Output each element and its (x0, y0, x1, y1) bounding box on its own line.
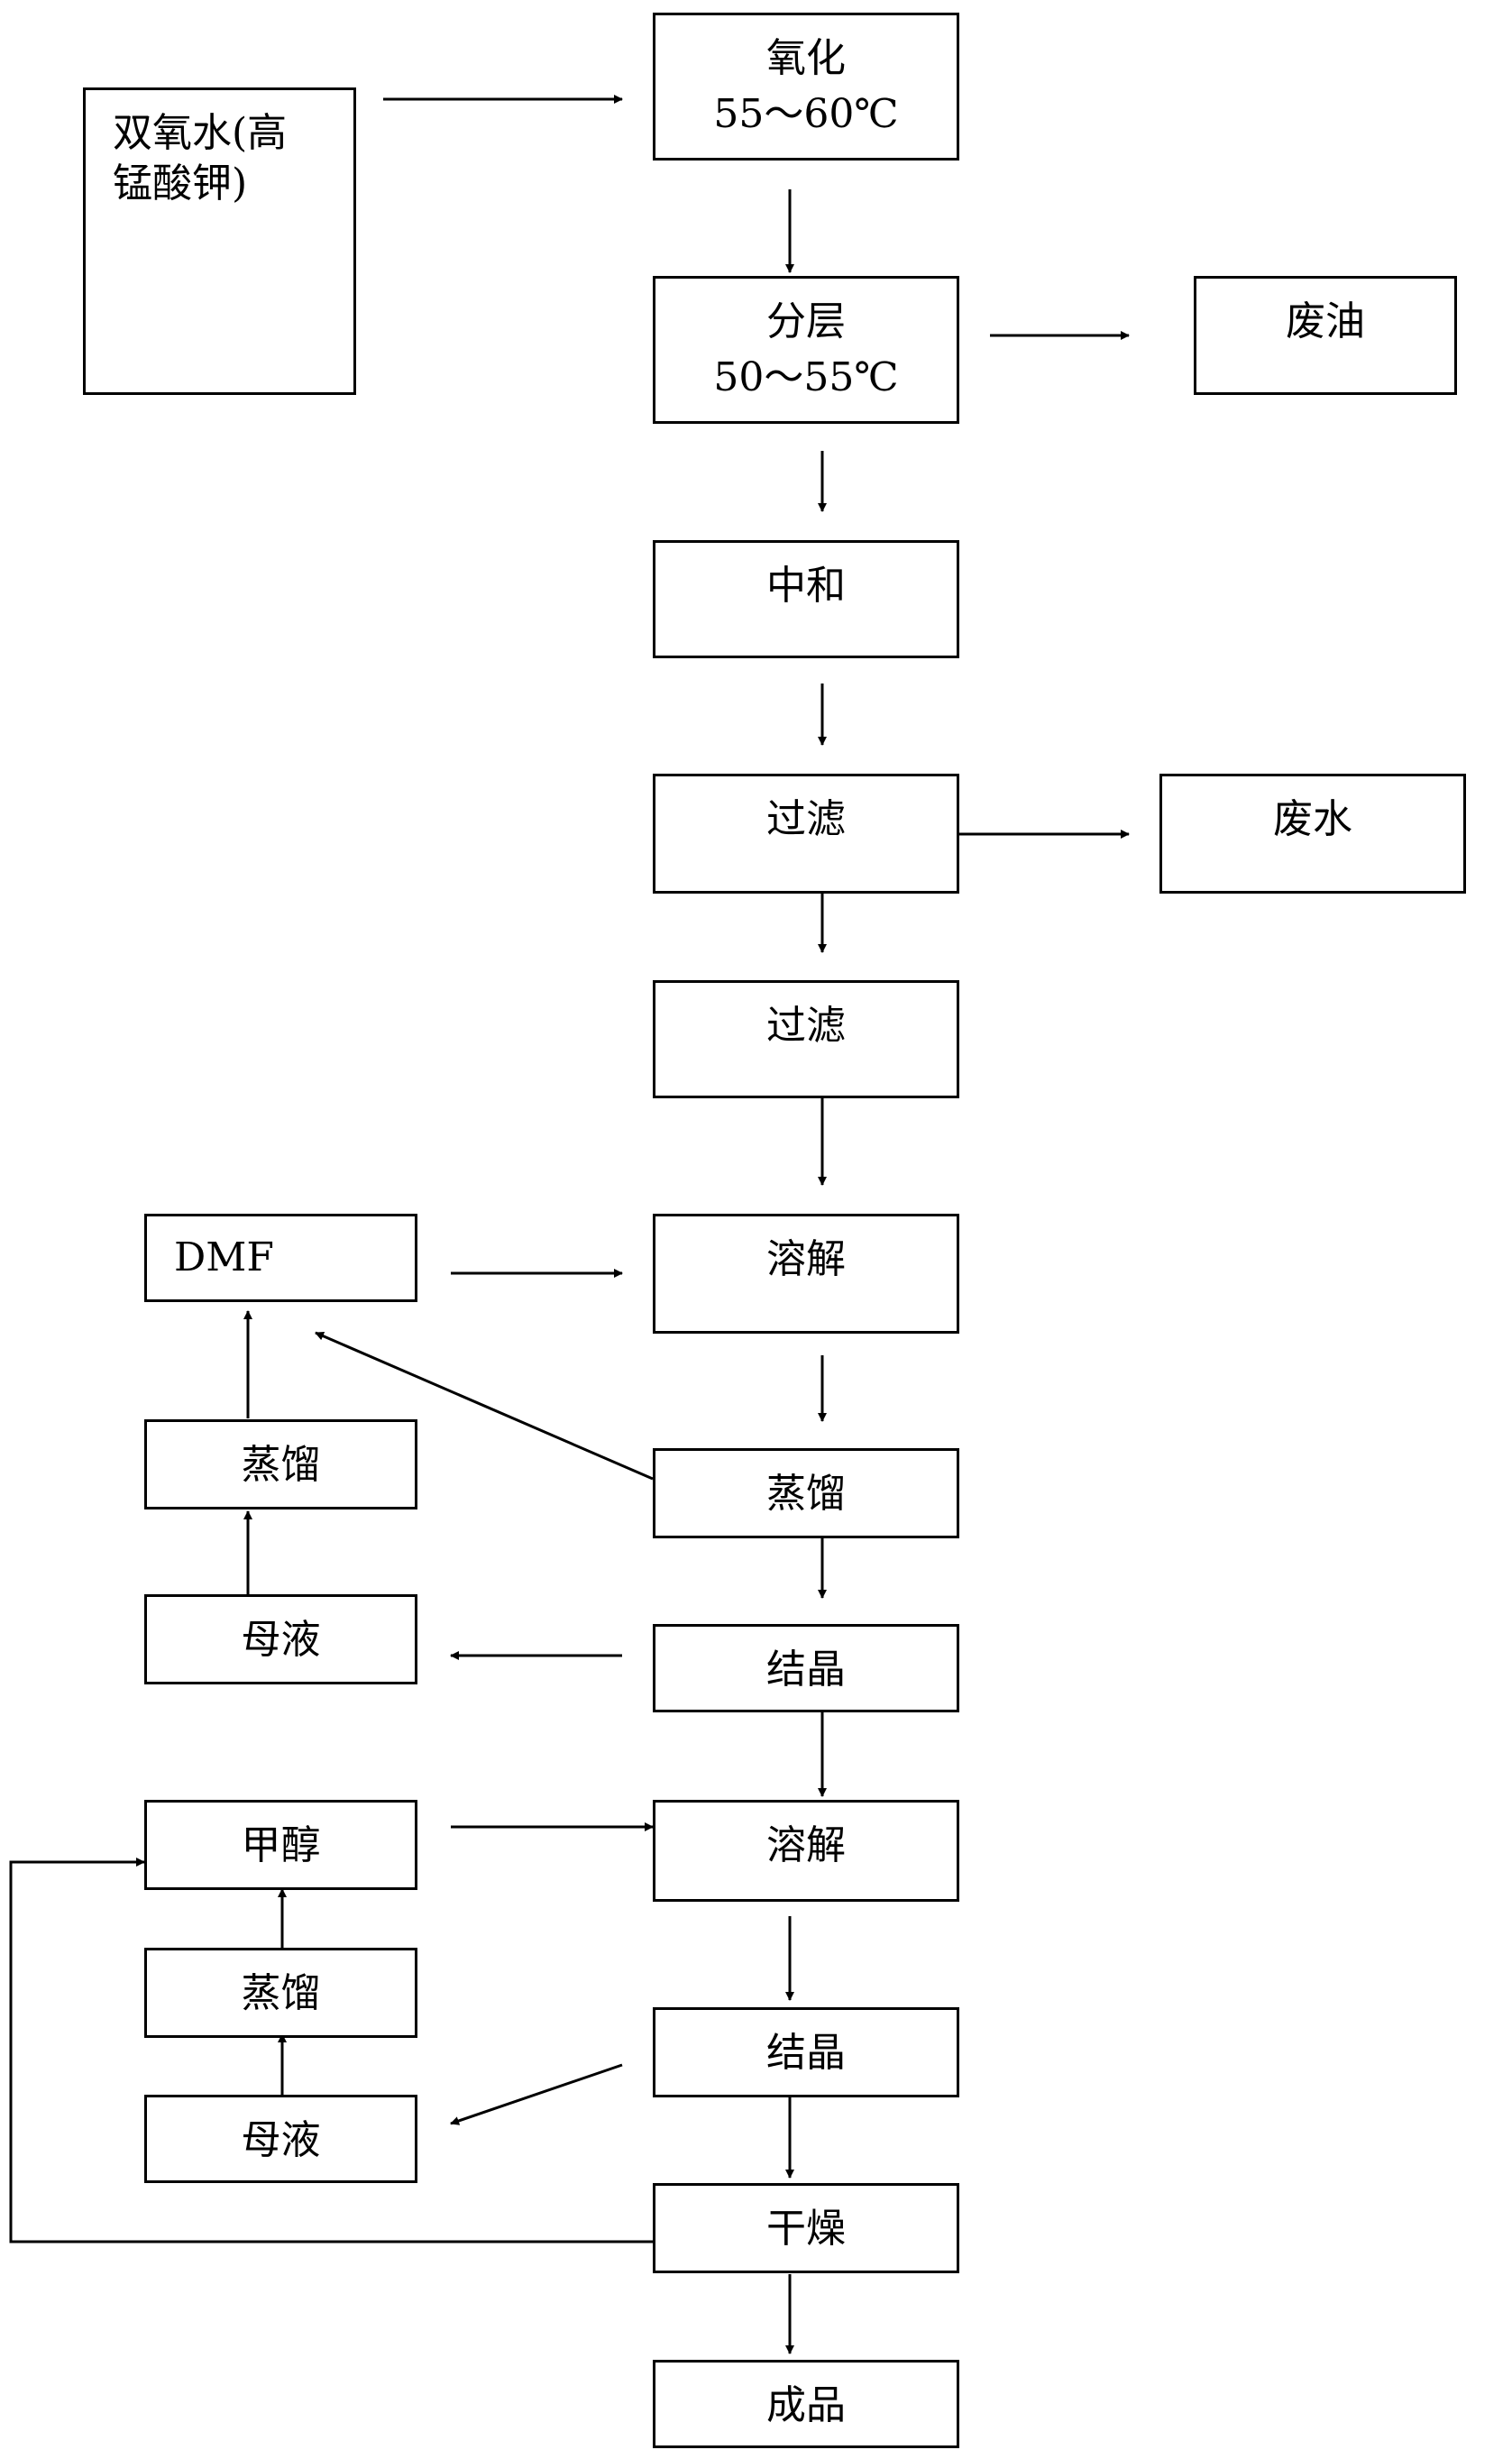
node-distill-dmf: 蒸馏 (144, 1419, 417, 1509)
node-dry-label: 干燥 (766, 2206, 846, 2252)
node-product: 成品 (653, 2360, 959, 2448)
node-crystal1-label: 结晶 (766, 1647, 846, 1693)
node-oxidize: 氧化 55～60℃ (653, 13, 959, 161)
node-filter1: 过滤 (653, 774, 959, 894)
node-distill-dmf-label: 蒸馏 (241, 1442, 321, 1488)
node-filter1-label: 过滤 (766, 796, 846, 842)
node-mother2-label: 母液 (241, 2117, 321, 2163)
node-methanol: 甲醇 (144, 1800, 417, 1890)
node-layer: 分层 50～55℃ (653, 276, 959, 424)
node-dissolve1-label: 溶解 (766, 1236, 846, 1282)
node-oxidize-title: 氧化 (766, 35, 846, 81)
node-crystal1: 结晶 (653, 1624, 959, 1712)
node-crystal2-label: 结晶 (766, 2030, 846, 2076)
node-product-label: 成品 (766, 2382, 846, 2428)
node-mother1-label: 母液 (241, 1617, 321, 1663)
arrow-crystal2-to-mother2 (450, 2063, 623, 2125)
node-waste-water-label: 废水 (1273, 796, 1352, 842)
node-filter2-label: 过滤 (766, 1003, 846, 1049)
node-reagent: 双氧水(高 锰酸钾) (83, 87, 356, 395)
node-dissolve2: 溶解 (653, 1800, 959, 1902)
node-mother2: 母液 (144, 2095, 417, 2183)
node-mother1: 母液 (144, 1594, 417, 1684)
node-dissolve1: 溶解 (653, 1214, 959, 1334)
node-oxidize-temp: 55～60℃ (713, 91, 899, 137)
node-dmf: DMF (144, 1214, 417, 1302)
node-crystal2: 结晶 (653, 2007, 959, 2097)
node-filter2: 过滤 (653, 980, 959, 1098)
node-layer-title: 分层 (766, 298, 846, 344)
arrow-dry-to-methanol-loop (9, 1858, 653, 2243)
node-dmf-label: DMF (174, 1234, 274, 1280)
node-distill1: 蒸馏 (653, 1448, 959, 1538)
node-dry: 干燥 (653, 2183, 959, 2273)
node-reagent-line1: 双氧水(高 (113, 110, 288, 156)
node-dissolve2-label: 溶解 (766, 1822, 846, 1868)
node-distill-meoh: 蒸馏 (144, 1948, 417, 2038)
node-waste-oil-label: 废油 (1286, 298, 1365, 344)
node-neutralize-label: 中和 (766, 563, 846, 609)
node-distill-meoh-label: 蒸馏 (241, 1970, 321, 2016)
node-waste-oil: 废油 (1194, 276, 1457, 395)
node-methanol-label: 甲醇 (241, 1822, 321, 1868)
node-reagent-line2: 锰酸钾) (113, 161, 248, 206)
node-waste-water: 废水 (1159, 774, 1466, 894)
node-neutralize: 中和 (653, 540, 959, 658)
node-layer-temp: 50～55℃ (713, 354, 899, 400)
arrow-distill1-to-dmf (315, 1331, 654, 1481)
node-distill1-label: 蒸馏 (766, 1471, 846, 1517)
